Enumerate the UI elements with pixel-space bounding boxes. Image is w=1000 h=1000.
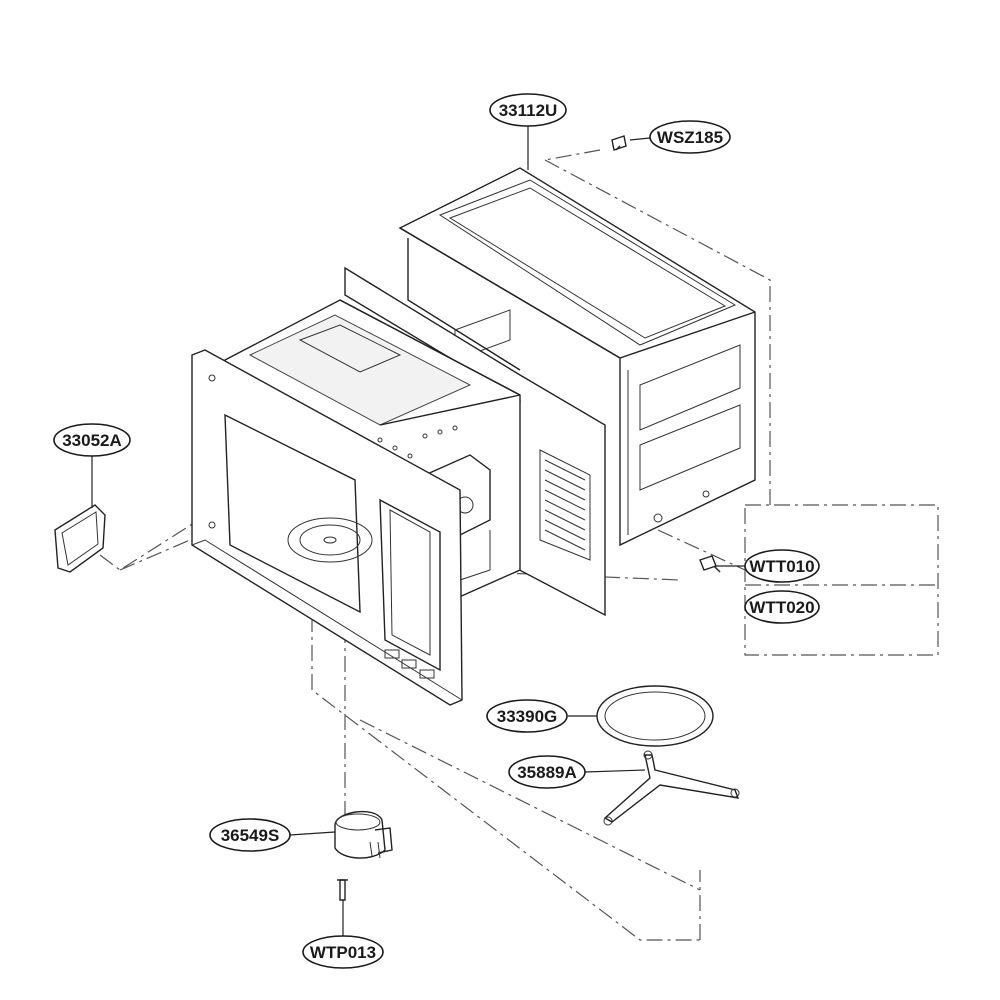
svg-text:33390G: 33390G	[497, 707, 558, 726]
screw-wtp013	[337, 879, 348, 901]
part-label-wsz185: WSZ185	[649, 120, 731, 154]
part-label-35889a: 35889A	[508, 755, 586, 789]
screw-wsz185	[611, 135, 627, 151]
svg-text:WTT010: WTT010	[749, 557, 814, 576]
part-label-33112u: 33112U	[489, 93, 567, 127]
turntable-motor	[334, 810, 393, 859]
part-label-wtp013: WTP013	[302, 935, 384, 969]
svg-text:35889A: 35889A	[517, 763, 577, 782]
outer-cabinet	[398, 167, 756, 547]
part-label-wtt020: WTT020	[744, 590, 820, 624]
glass-tray	[596, 685, 714, 747]
svg-text:33052A: 33052A	[62, 431, 122, 450]
svg-text:WTP013: WTP013	[310, 943, 376, 962]
front-frame	[191, 349, 463, 706]
part-label-33052a: 33052A	[53, 423, 131, 457]
roller-guide	[603, 750, 740, 826]
screw-wtt010	[699, 555, 721, 573]
part-label-33390g: 33390G	[486, 699, 568, 733]
waveguide-cover-plate	[54, 504, 106, 573]
svg-text:WTT020: WTT020	[749, 598, 814, 617]
svg-text:36549S: 36549S	[221, 826, 280, 845]
svg-text:WSZ185: WSZ185	[657, 128, 723, 147]
part-label-36549s: 36549S	[209, 818, 291, 852]
part-label-wtt010: WTT010	[744, 549, 820, 583]
svg-text:33112U: 33112U	[499, 101, 558, 120]
leader-lines	[91, 125, 745, 936]
turntable-ghost	[287, 517, 373, 563]
